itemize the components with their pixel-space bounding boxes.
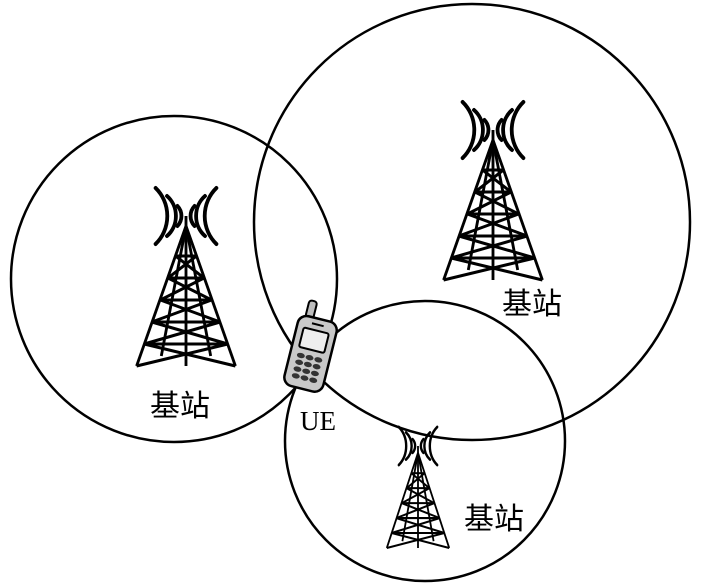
coverage-circle-top-right: [252, 2, 692, 442]
coverage-circle-left: [9, 114, 339, 444]
mobile-phone-icon: [283, 299, 339, 393]
ue-label: UE: [300, 406, 336, 436]
cell-tower-icon: [385, 425, 451, 550]
cell-tower-icon: [441, 100, 545, 282]
station-label-top-right: 基站: [502, 287, 562, 322]
station-label-bottom: 基站: [464, 502, 524, 537]
cell-tower-icon: [134, 186, 238, 368]
coverage-circle-bottom: [283, 299, 567, 583]
station-label-left: 基站: [150, 389, 210, 424]
